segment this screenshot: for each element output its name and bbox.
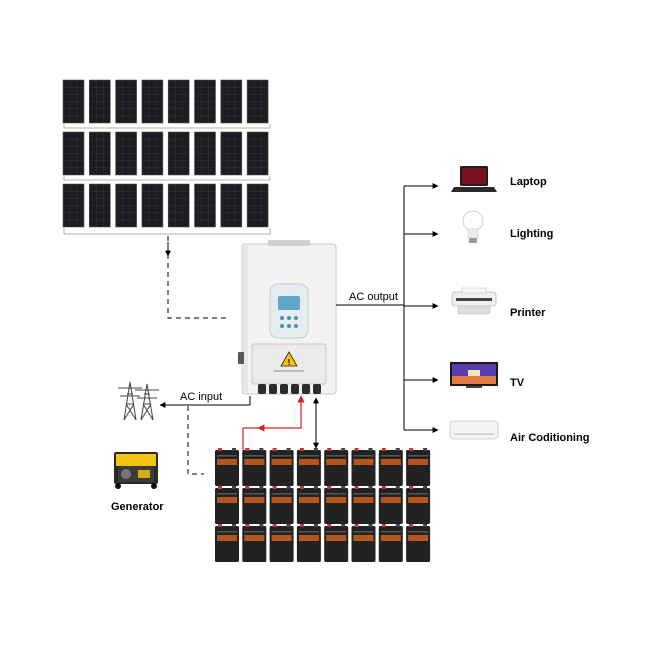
solar-panel [194,183,216,228]
solar-panel [167,131,190,176]
load-label-tv: TV [510,377,525,389]
battery [406,486,431,524]
solar-panel [220,131,243,176]
battery [296,524,321,562]
battery [242,524,267,562]
battery [406,448,431,486]
solar-panel [220,79,243,124]
light-bulb-icon [462,210,484,243]
battery [324,486,349,524]
solar-panel [89,79,111,124]
solar-panel [62,183,85,228]
solar-panel [141,79,164,124]
panel-row-wiring [63,124,271,235]
laptop-icon [451,166,497,192]
load-label-light-bulb: Lighting [510,228,553,240]
battery [242,448,267,486]
battery-dc-link [242,395,319,450]
battery [351,448,376,486]
battery [378,448,403,486]
solar-panel [167,183,190,228]
battery [378,486,403,524]
air-conditioner-icon [449,420,499,440]
generator-icon [114,452,158,489]
battery [296,448,321,486]
solar-panel [62,131,85,176]
battery [269,486,294,524]
power-tower-icon [118,381,159,421]
load-label-air-conditioner: Air Coditioning [510,432,589,444]
battery [406,524,431,562]
solar-panel [115,79,137,124]
battery [378,524,403,562]
solar-panel [194,79,216,124]
battery [215,524,239,562]
battery [269,524,294,562]
ac-input-wiring [159,396,251,475]
battery [215,448,239,486]
ac-output-wiring [336,183,439,433]
svg-text:!: ! [288,358,291,367]
solar-panel [115,131,137,176]
warning-icon [280,351,298,367]
tv-icon [450,362,498,388]
solar-panel [167,79,190,124]
printer-icon [451,287,497,315]
battery-bank [215,448,431,562]
battery [269,448,294,486]
load-label-printer: Printer [510,307,546,319]
solar-panel [246,131,269,176]
solar-panel [246,79,269,124]
load-label-laptop: Laptop [510,176,547,188]
hybrid-inverter: ! [238,240,337,395]
solar-panel [194,131,216,176]
ac-output-label: AC output [349,291,398,303]
ac-input-label: AC input [180,391,222,403]
solar-panel [89,131,111,176]
solar-panel [62,79,85,124]
battery [324,448,349,486]
solar-panel [115,183,137,228]
battery [242,486,267,524]
inverter-display [269,283,309,339]
solar-panel [220,183,243,228]
generator-label: Generator [111,501,164,513]
battery [351,524,376,562]
solar-panel [89,183,111,228]
battery [324,524,349,562]
solar-panel [141,183,164,228]
solar-panel-array [62,79,269,228]
battery [296,486,321,524]
battery [351,486,376,524]
pv-dc-line [167,236,230,319]
solar-panel [141,131,164,176]
solar-panel [246,183,269,228]
battery [215,486,239,524]
